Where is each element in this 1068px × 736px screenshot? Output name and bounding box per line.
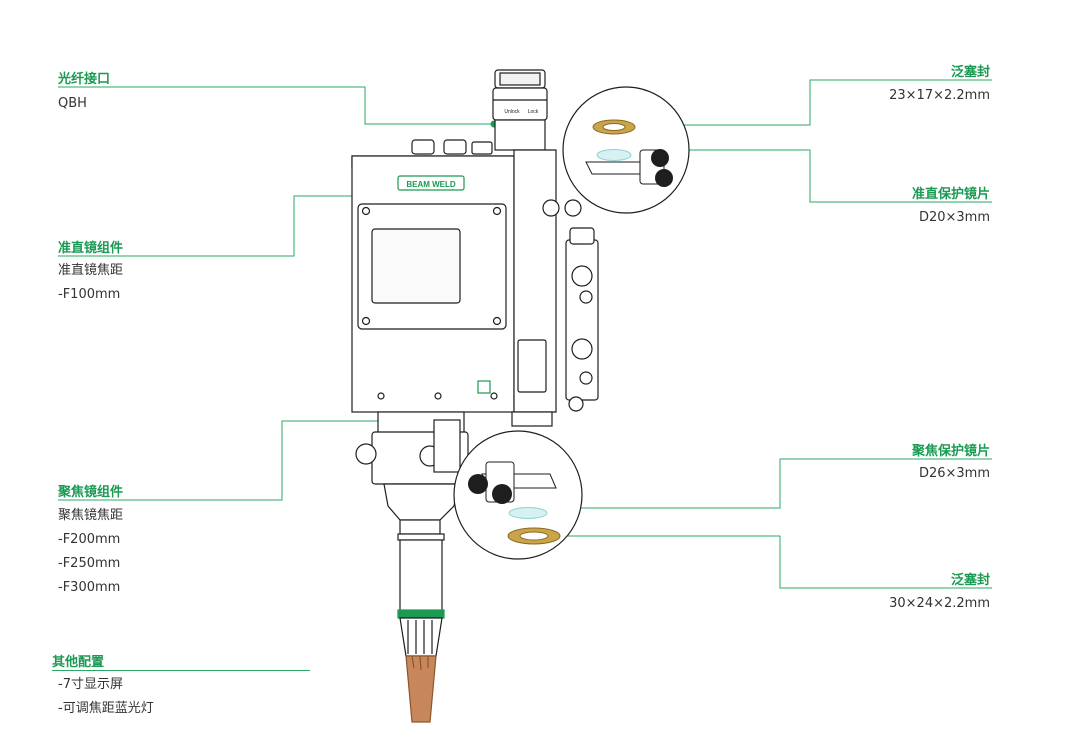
other-line-2: -可调焦距蓝光灯 [58,701,154,716]
callout-lines [58,79,992,589]
collimator-window-leader [636,149,992,203]
fiber-leader [58,86,494,125]
other-underline [52,670,310,671]
collimator-title: 准直镜组件 [58,241,124,256]
seal-bottom-leader [562,535,992,589]
other-line-1: -7寸显示屏 [58,677,123,692]
focus-leader [58,420,397,501]
lock-label: Lock [528,109,539,115]
top-magnifier [562,86,690,214]
seal-top-value: 23×17×2.2mm [889,88,990,103]
focus-title: 聚焦镜组件 [58,485,124,500]
unlock-label: Unlock [504,109,520,115]
focus-line-4: -F300mm [58,580,121,595]
seal-top-title: 泛塞封 [950,65,990,80]
seal-bottom-title: 泛塞封 [950,573,990,588]
focus-line-1: 聚焦镜焦距 [58,508,124,523]
collimator-window-value: D20×3mm [918,210,990,225]
focus-window-leader [548,458,992,509]
focus-window-title: 聚焦保护镜片 [911,444,990,459]
bottom-magnifier [453,430,583,560]
focus-line-2: -F200mm [58,532,121,547]
head-body [351,69,599,723]
collimator-line-1: 准直镜焦距 [58,263,124,278]
other-title: 其他配置 [52,655,105,670]
collimator-window-title: 准直保护镜片 [911,187,990,202]
collimator-line-2: -F100mm [58,287,121,302]
seal-top-leader [637,79,992,126]
seal-bottom-value: 30×24×2.2mm [889,596,990,611]
fiber-value: QBH [58,96,87,111]
focus-line-3: -F250mm [58,556,121,571]
fiber-title: 光纤接口 [58,72,111,87]
focus-window-value: D26×3mm [918,466,990,481]
brand-label: BEAM WELD [406,180,456,189]
